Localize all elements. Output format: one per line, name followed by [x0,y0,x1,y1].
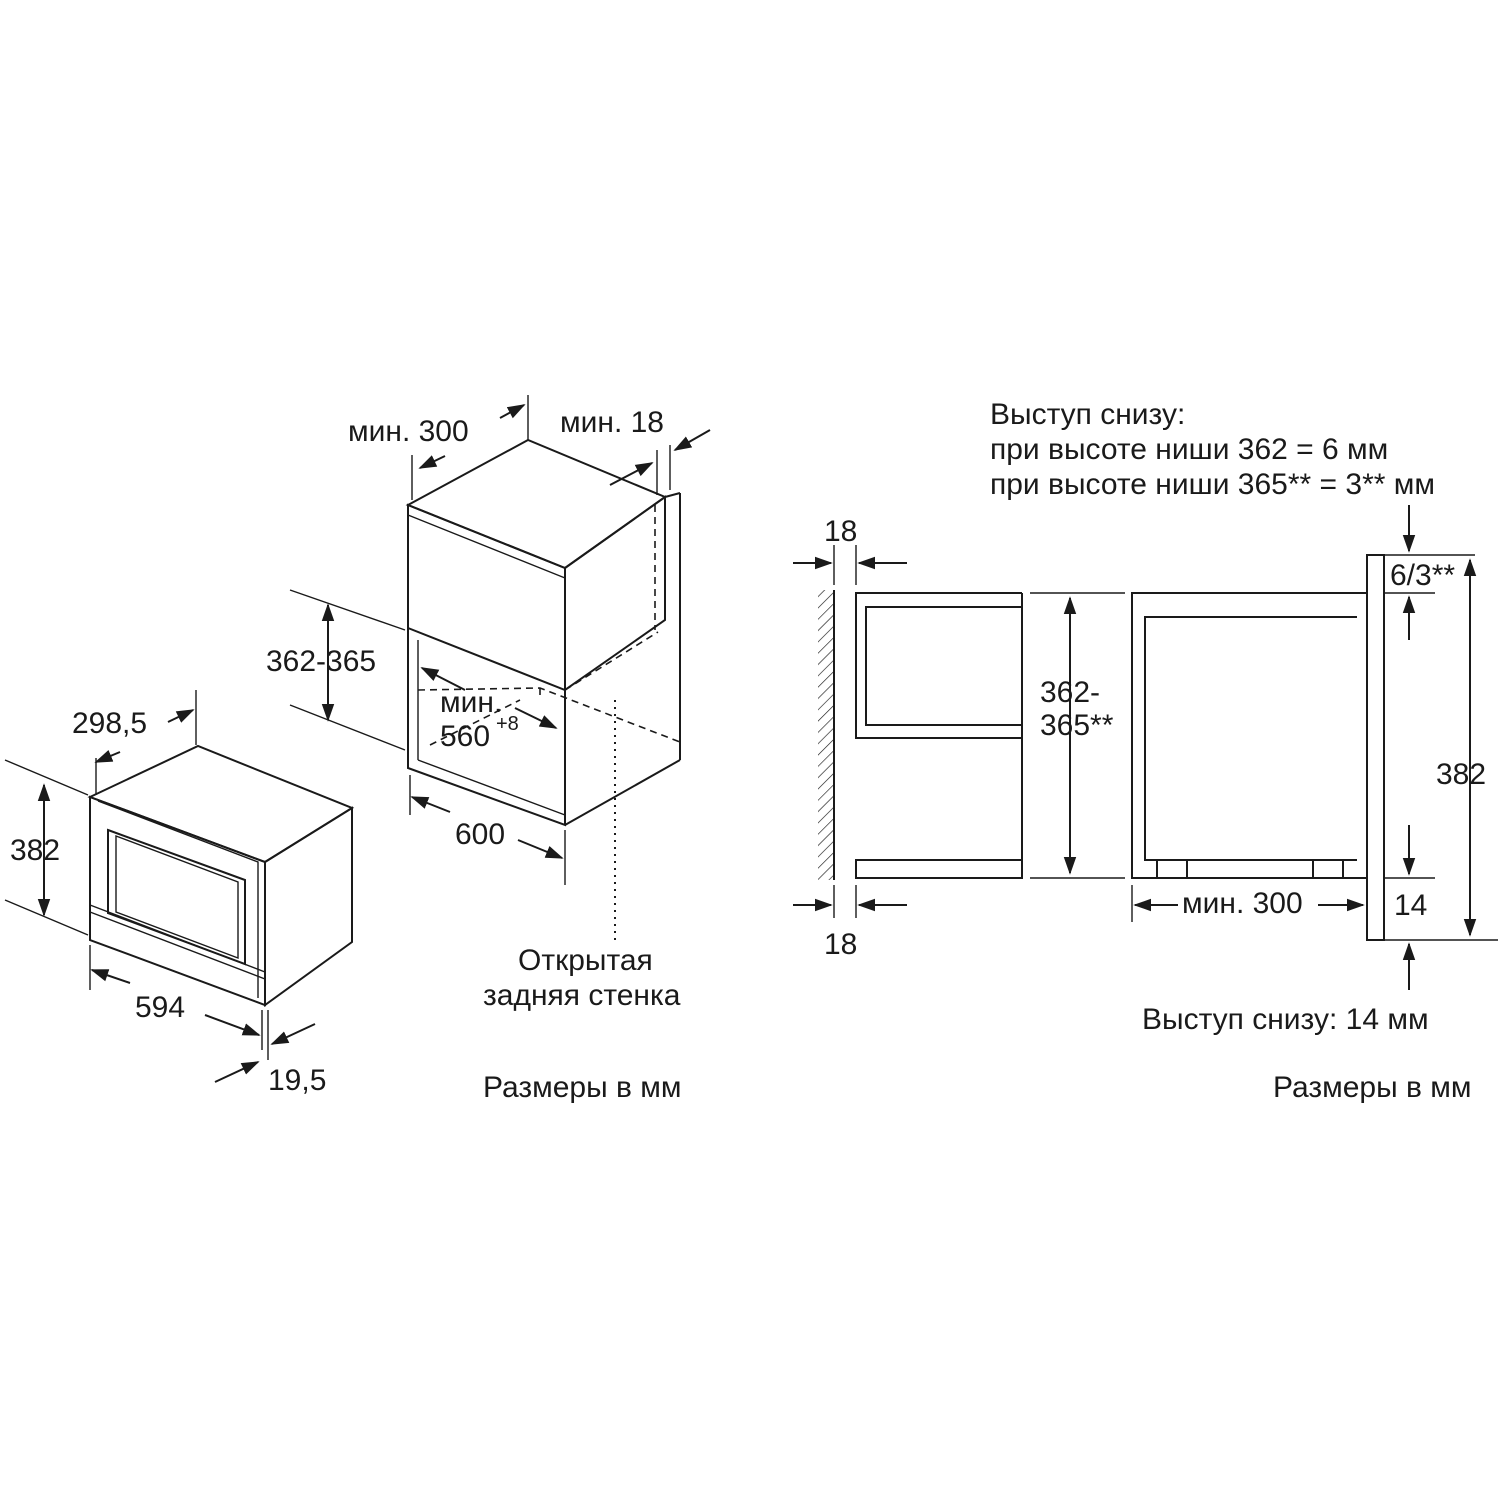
dim-appliance-width-label: 594 [135,991,185,1024]
note-open-back-line2: задняя стенка [483,979,681,1012]
appliance-drawing [87,744,355,1007]
dim-section-depth-label: мин. 300 [1182,887,1303,920]
dim-front-protrusion-label: 19,5 [268,1064,326,1097]
dim-niche-height-label: 362-365 [266,645,376,678]
dim-niche-width-value: 560 [440,720,490,753]
right-units-note: Размеры в мм [1273,1071,1472,1104]
dim-niche-height-line1: 362- [1040,676,1100,709]
dim-panel-thickness-label: мин. 18 [560,406,664,439]
section-dimension-lines [793,505,1498,990]
dim-cabinet-width-label: 600 [455,818,505,851]
dim-appliance-height-label: 382 [10,834,60,867]
appliance-dimension-lines [4,690,316,1083]
left-units-note: Размеры в мм [483,1071,682,1104]
dim-niche-width-tolerance: +8 [496,713,519,735]
dim-niche-width-min-label: мин. [440,686,502,719]
section-title-line2: при высоте ниши 362 = 6 мм [990,433,1388,466]
section-title-line1: Выступ снизу: [990,398,1185,431]
dim-niche-depth-label: мин. 300 [348,415,469,448]
dim-bottom-gap-label: 14 [1394,889,1427,922]
section-title-line3: при высоте ниши 365** = 3** мм [990,468,1435,501]
dim-panel-bottom-label: 18 [824,928,857,961]
dim-section-height-label: 382 [1436,758,1486,791]
dim-panel-top-label: 18 [824,515,857,548]
dim-appliance-depth-label: 298,5 [72,707,147,740]
note-bottom-protrusion: Выступ снизу: 14 мм [1142,1003,1429,1036]
cabinet-dimension-lines [289,395,711,885]
section-drawing [818,554,1385,941]
dim-niche-height-line2: 365** [1040,709,1114,742]
dim-top-gap-label: 6/3** [1390,559,1455,592]
cabinet-drawing [405,438,681,940]
note-open-back-line1: Открытая [518,944,653,977]
